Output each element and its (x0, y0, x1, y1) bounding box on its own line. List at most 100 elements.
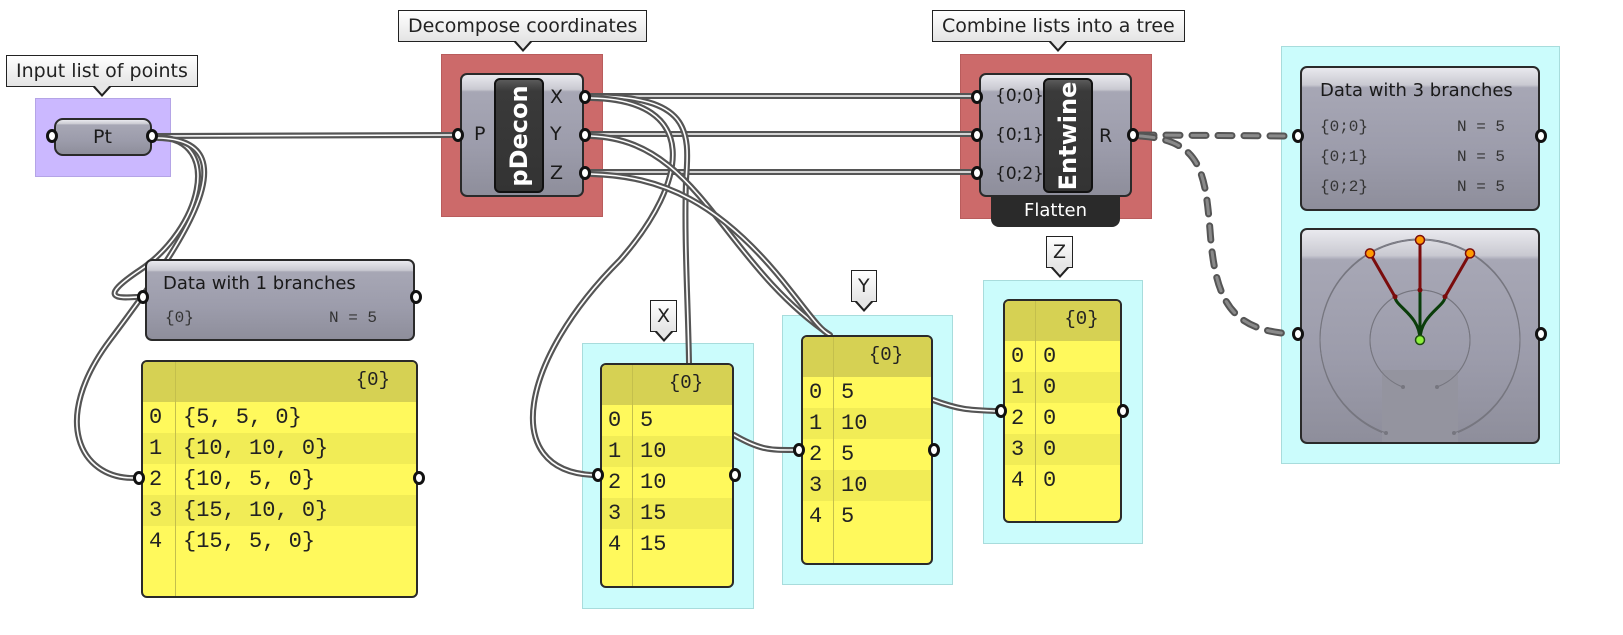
entwine-input-2-label: {0;2} (995, 164, 1044, 184)
tree-root (1414, 334, 1426, 346)
row-index: 2 (1011, 406, 1025, 431)
param-viewer-3-path-2: {0;2} (1320, 178, 1369, 196)
param-viewer-3-count-0: N = 5 (1457, 118, 1506, 136)
pdecon-input-label: P (474, 123, 486, 145)
row-index: 3 (809, 473, 823, 498)
point-input-port[interactable] (46, 129, 58, 143)
entwine-input-0-port[interactable] (971, 90, 983, 104)
panel-row: 0 {5, 5, 0} (143, 402, 416, 433)
row-value: 15 (640, 501, 667, 526)
row-index: 2 (608, 470, 622, 495)
row-value: 10 (640, 439, 667, 464)
param-viewer-3-input-port[interactable] (1292, 129, 1304, 143)
pdecon-output-y-port[interactable] (579, 128, 591, 142)
pdecon-nickname: pDecon (494, 78, 544, 193)
branch-tip-0 (1364, 248, 1376, 259)
row-value: 10 (640, 470, 667, 495)
row-index: 0 (149, 405, 163, 430)
points-panel-output-port[interactable] (413, 471, 425, 485)
points-panel[interactable]: {0}0{5, 5, 0}1{10, 10, 0}2{10, 5, 0}3{15… (141, 360, 418, 598)
row-index: 1 (1011, 375, 1025, 400)
z-panel-input-port[interactable] (995, 404, 1007, 418)
row-value: 10 (841, 473, 868, 498)
point-parameter[interactable]: Pt (54, 118, 152, 156)
entwine-input-1-port[interactable] (971, 128, 983, 142)
entwine-input-2-port[interactable] (971, 166, 983, 180)
branch-joint-2 (1442, 294, 1448, 300)
row-value: {5, 5, 0} (183, 405, 302, 430)
row-index: 4 (608, 532, 622, 557)
pdecon-output-z-port[interactable] (579, 166, 591, 180)
pdecon-output-x-port[interactable] (579, 90, 591, 104)
param-viewer-3-count-2: N = 5 (1457, 178, 1506, 196)
param-viewer-3-branches[interactable]: Data with 3 branches {0;0} N = 5 {0;1} N… (1300, 66, 1540, 211)
row-index: 1 (608, 439, 622, 464)
panel-row: 3{15, 10, 0} (143, 495, 416, 526)
ring-end-dot (1384, 431, 1388, 435)
wire-z-to-y-panel[interactable] (588, 171, 833, 338)
param-viewer-1-title: Data with 1 branches (163, 273, 356, 294)
param-viewer-3-output-port[interactable] (1535, 129, 1547, 143)
row-index: 0 (809, 380, 823, 405)
y-panel-input-port[interactable] (793, 443, 805, 457)
pdecon-input-port[interactable] (452, 128, 464, 142)
pdecon-component[interactable]: P pDecon X Y Z (460, 73, 584, 197)
point-parameter-label: Pt (93, 126, 112, 148)
wire-y-to-y-panel[interactable] (588, 133, 833, 338)
param-viewer-1-output-port[interactable] (410, 290, 422, 304)
tree-diagram-viewer[interactable] (1300, 228, 1540, 444)
param-viewer-3-path-0: {0;0} (1320, 118, 1369, 136)
entwine-nickname: Entwine (1043, 78, 1093, 193)
row-index: 2 (149, 467, 163, 492)
wire-pt-to-pdecon[interactable] (155, 132, 455, 139)
row-index: 4 (809, 504, 823, 529)
row-value: 5 (841, 504, 855, 529)
wire-entwine-to-tree-viewer[interactable] (1136, 132, 1296, 338)
ring-gap-mask (1382, 370, 1458, 442)
entwine-output-port[interactable] (1127, 128, 1139, 142)
panel-row: 2 {10, 5, 0} (143, 464, 416, 495)
y-panel-output-port[interactable] (928, 443, 940, 457)
row-value: 0 (1043, 437, 1057, 462)
x-panel-input-port[interactable] (592, 468, 604, 482)
param-viewer-3-count-1: N = 5 (1457, 148, 1506, 166)
row-index: 1 (149, 436, 163, 461)
entwine-input-0-label: {0;0} (995, 86, 1044, 106)
param-viewer-1-branch[interactable]: Data with 1 branches {0} N = 5 (145, 259, 415, 341)
pdecon-output-x-label: X (550, 86, 564, 108)
callout-y: Y (851, 270, 877, 312)
callout-x: X (650, 300, 678, 342)
branch-lower-0 (1393, 296, 1422, 341)
branch-upper-2 (1443, 252, 1472, 298)
points-panel-input-port[interactable] (133, 471, 145, 485)
tree-viewer-input-port[interactable] (1292, 327, 1304, 341)
row-value: {10, 5, 0} (183, 467, 316, 492)
param-viewer-1-input-port[interactable] (137, 290, 149, 304)
panel-index-divider (1035, 301, 1036, 521)
flatten-flag: Flatten (991, 197, 1120, 227)
point-output-port[interactable] (146, 129, 158, 143)
tree-viewer-output-port[interactable] (1535, 327, 1547, 341)
ring-end-dot (1401, 385, 1405, 389)
row-value: 5 (640, 408, 654, 433)
branch-tip-1 (1414, 234, 1426, 246)
ring-end-dot (1435, 385, 1439, 389)
entwine-output-label: R (1099, 125, 1113, 147)
entwine-component[interactable]: {0;0} {0;1} {0;2} Entwine R (979, 73, 1132, 197)
x-panel-output-port[interactable] (729, 468, 741, 482)
callout-z: Z (1046, 236, 1074, 278)
row-value: 0 (1043, 406, 1057, 431)
z-panel-output-port[interactable] (1117, 404, 1129, 418)
panel-index-divider (632, 365, 633, 586)
wire-entwine-to-viewer3[interactable] (1136, 131, 1296, 140)
row-value: {15, 10, 0} (183, 498, 329, 523)
